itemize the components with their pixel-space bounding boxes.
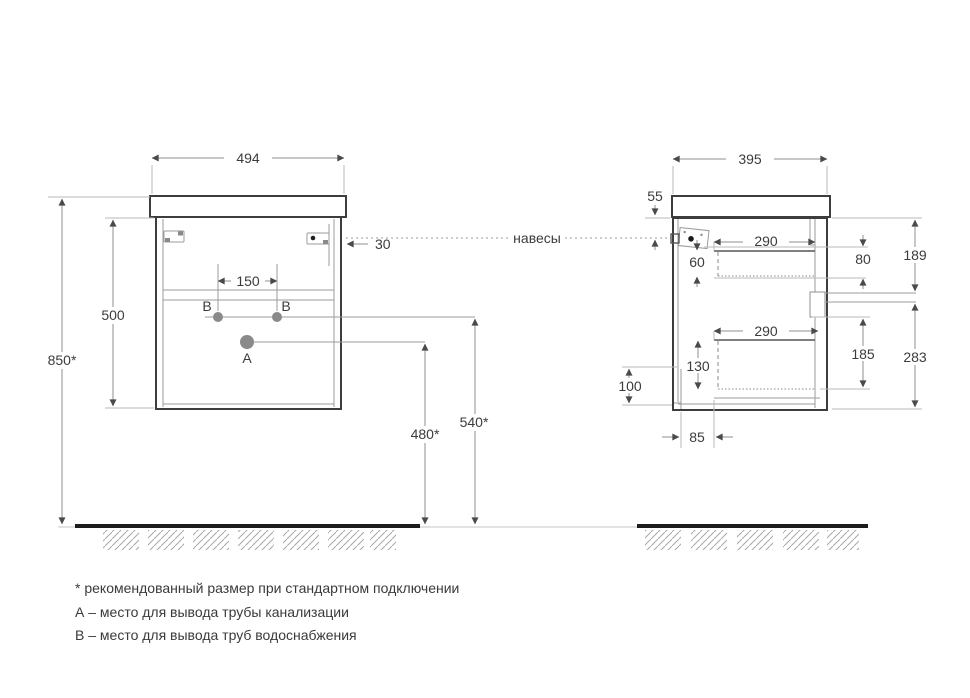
label-b-right: B <box>281 298 290 314</box>
dim-water-height: 540* <box>453 318 495 525</box>
note-b: В – место для вывода труб водоснабжения <box>75 627 357 643</box>
dim-drain-height: 480* <box>404 343 446 525</box>
side-view: 395 55 <box>612 151 934 448</box>
dim-label-494: 494 <box>236 150 260 166</box>
dim-front-width: 494 <box>151 150 345 194</box>
hangers-label: навесы <box>513 230 561 246</box>
dim-bottom-drawer-width: 290 <box>713 323 819 340</box>
label-b-left: B <box>202 298 211 314</box>
notes: * рекомендованный размер при стандартном… <box>75 580 459 643</box>
dim-label-60: 60 <box>689 254 705 270</box>
dim-label-283: 283 <box>903 349 927 365</box>
dim-label-185: 185 <box>851 346 875 362</box>
hanger-bracket-front-right <box>306 224 330 266</box>
water-supply-holes: B B <box>202 298 475 322</box>
hanger-bracket-side <box>677 227 710 250</box>
hole-a <box>240 335 254 349</box>
top-drawer <box>714 250 815 277</box>
floor <box>58 524 868 550</box>
back-bottom-cutout <box>674 369 682 409</box>
dim-label-540: 540* <box>460 414 489 430</box>
side-countertop <box>671 195 831 218</box>
front-view: 494 навесы 30 <box>42 150 671 525</box>
dim-holes-spacing: 150 <box>217 264 278 311</box>
dim-top-drawer-width: 290 <box>713 233 816 251</box>
dim-hanger-drop: 55 <box>645 188 670 250</box>
hangers-leader: навесы <box>346 230 671 246</box>
dim-install-height: 850* <box>42 196 150 525</box>
dim-top-drawer-gap: 80 <box>850 235 876 289</box>
middle-rail <box>809 291 916 318</box>
dim-label-850: 850* <box>48 352 77 368</box>
dim-label-30: 30 <box>375 236 391 252</box>
dim-back-cutout: 100 <box>612 366 677 406</box>
dim-drawer-back-offset: 85 <box>662 400 733 448</box>
dim-upper-zone: 189 <box>832 217 932 292</box>
front-cabinet-body <box>155 216 342 410</box>
dim-label-130: 130 <box>686 358 710 374</box>
dim-hanger-inset: 30 <box>346 236 391 252</box>
dim-label-80: 80 <box>855 251 871 267</box>
label-a: A <box>242 350 252 366</box>
dim-label-290-bottom: 290 <box>754 323 778 339</box>
dim-depth: 395 <box>672 151 828 194</box>
dim-label-395: 395 <box>738 151 762 167</box>
hanger-bracket-front-left <box>163 230 185 243</box>
dim-top-drawer-height: 60 <box>685 240 709 287</box>
dim-label-55: 55 <box>647 188 663 204</box>
hanger-rail-front-edge <box>809 219 815 246</box>
hole-b-left <box>213 312 223 322</box>
dim-label-290-top: 290 <box>754 233 778 249</box>
dim-label-189: 189 <box>903 247 927 263</box>
hole-b-right <box>272 312 282 322</box>
dim-label-500: 500 <box>101 307 125 323</box>
dim-lower-zone: 283 <box>832 303 934 410</box>
dim-bottom-drawer-height: 130 <box>682 340 714 390</box>
bottom-drawer <box>714 339 820 399</box>
hanger-hook <box>670 233 680 244</box>
side-cabinet-body <box>672 217 828 411</box>
note-a: А – место для вывода трубы канализации <box>75 604 349 620</box>
floor-hatching-right <box>645 530 859 550</box>
dim-label-100: 100 <box>618 378 642 394</box>
dim-body-height: 500 <box>94 217 154 409</box>
drain-hole: A <box>240 335 425 366</box>
front-countertop <box>149 195 347 218</box>
dim-label-150: 150 <box>236 273 260 289</box>
note-asterisk: * рекомендованный размер при стандартном… <box>75 580 459 596</box>
dim-bottom-drawer-gap: 185 <box>812 316 881 390</box>
floor-hatching-left <box>103 530 396 550</box>
dim-label-85: 85 <box>689 429 705 445</box>
dim-label-480: 480* <box>411 426 440 442</box>
